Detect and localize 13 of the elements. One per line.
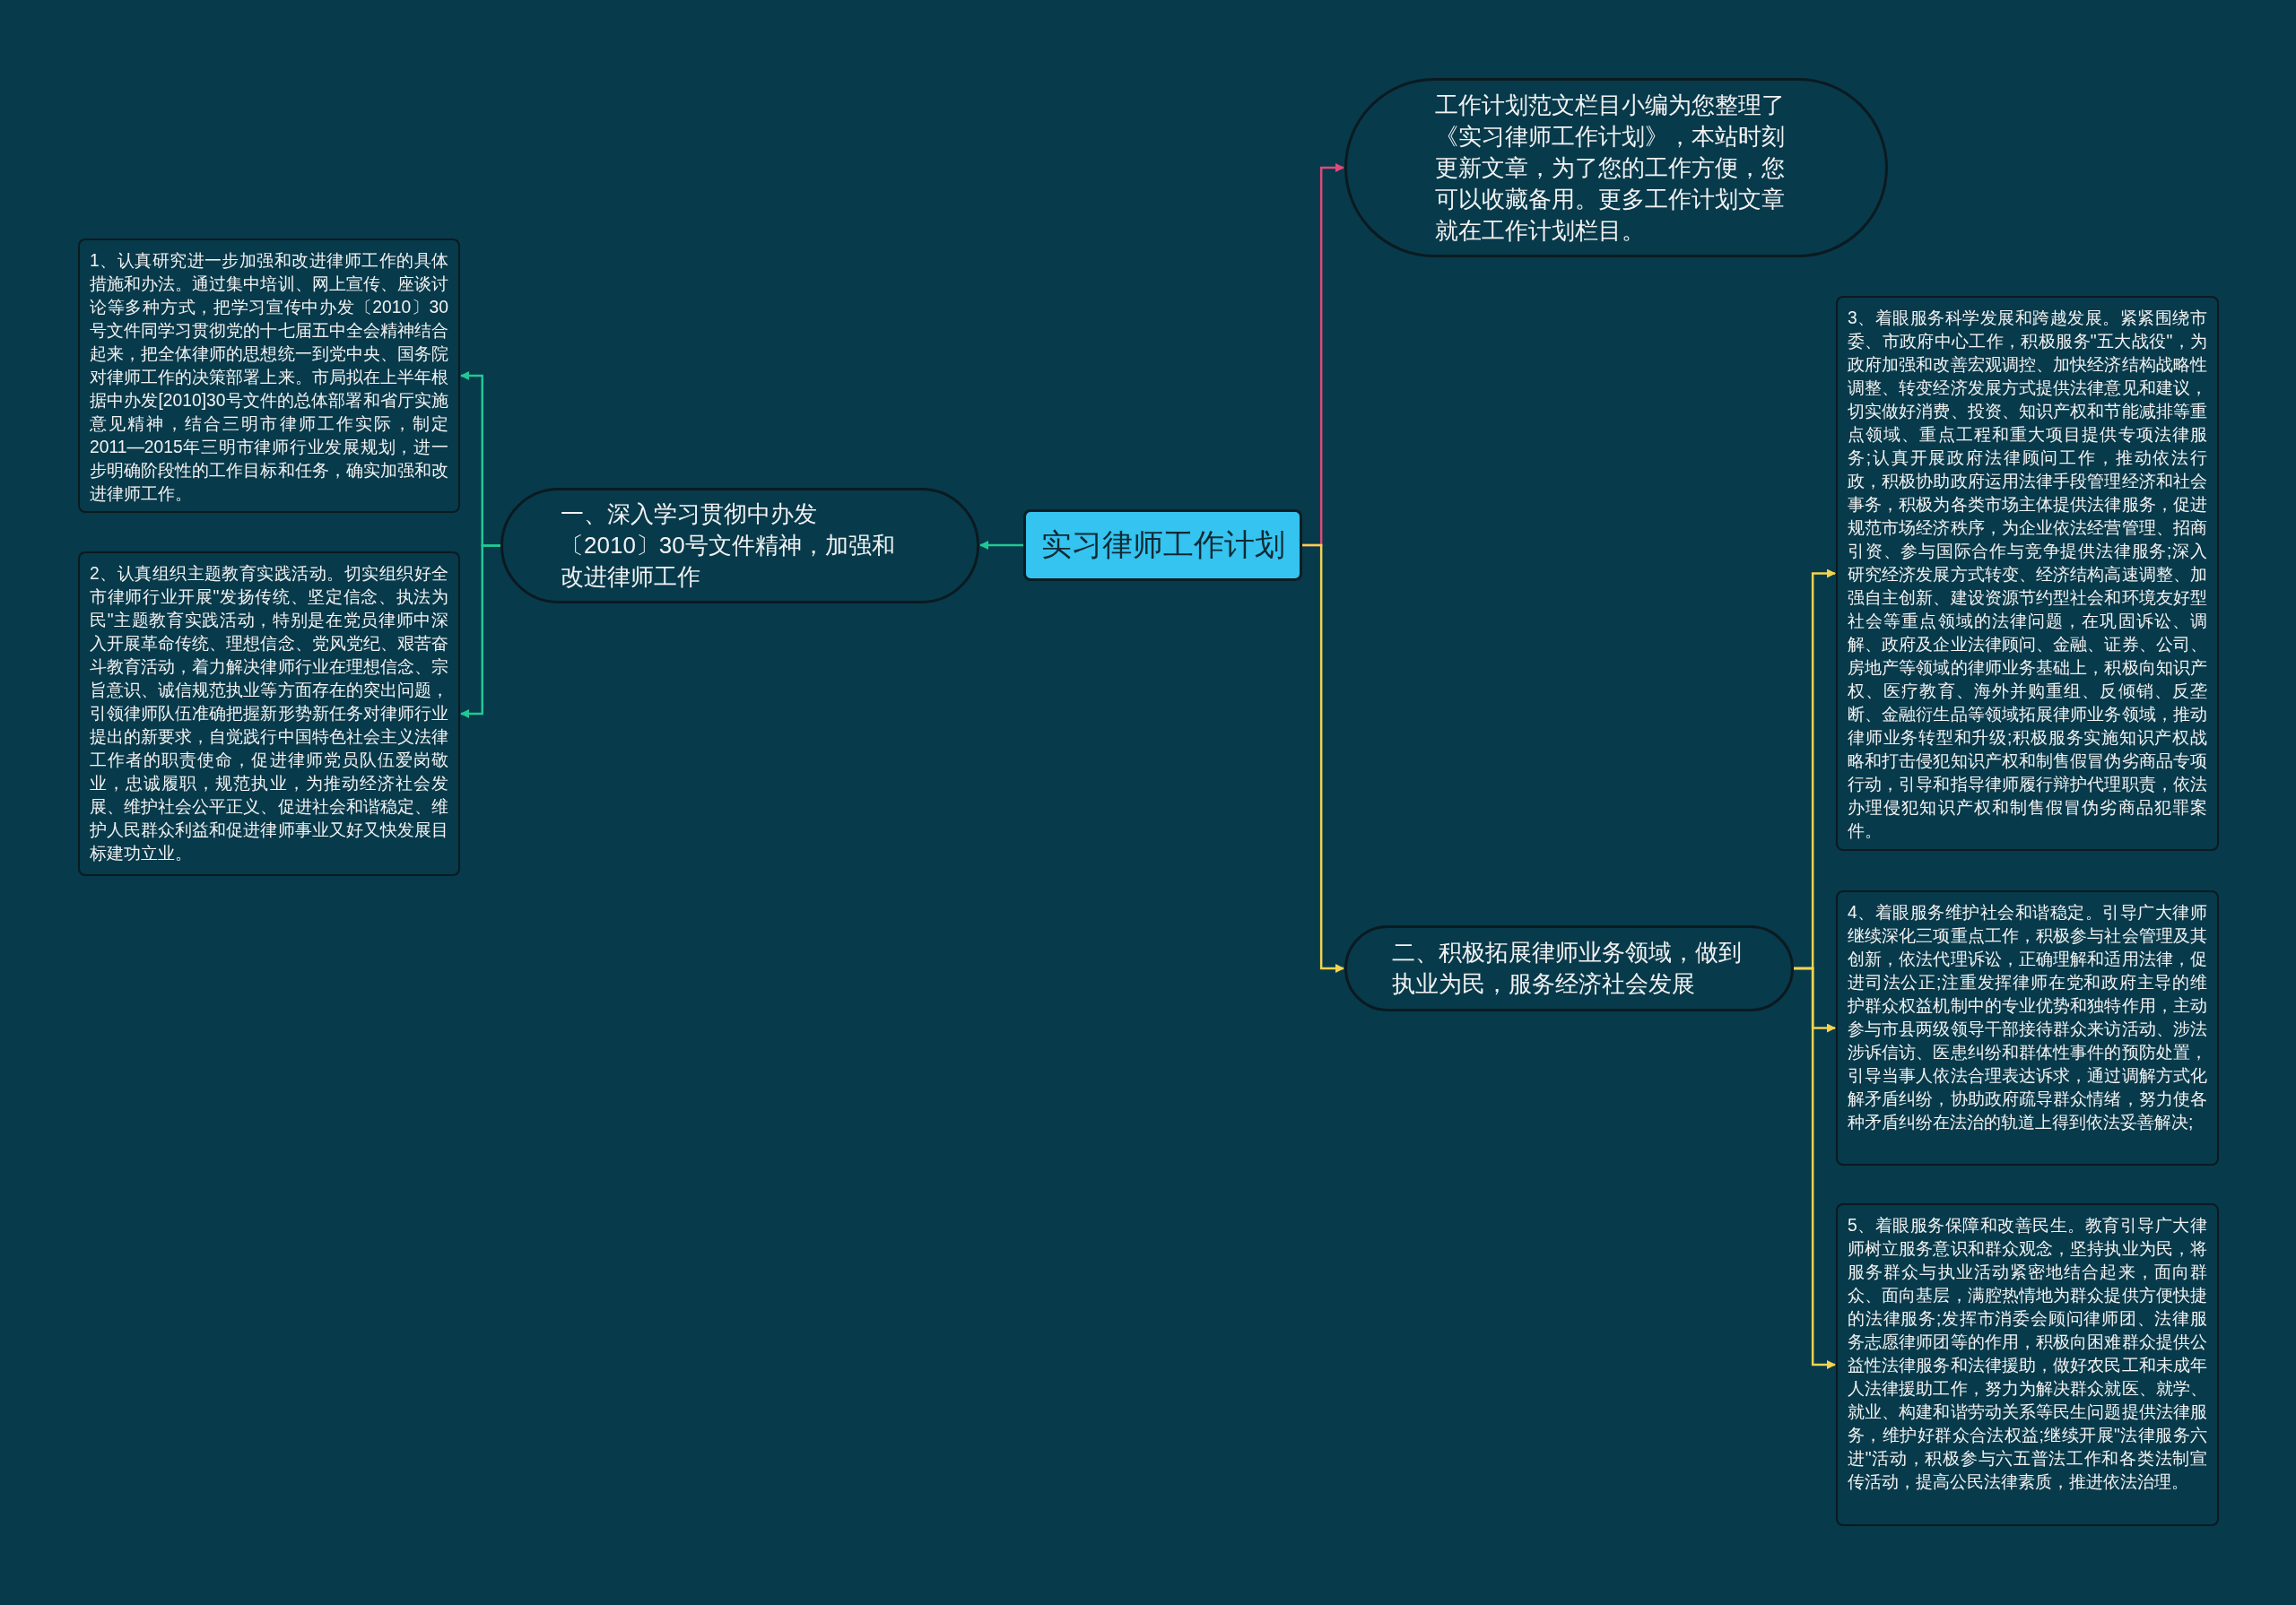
topic-pill: 二、积极拓展律师业务领域，做到执业为民，服务经济社会发展 — [1344, 925, 1794, 1011]
topic-pill: 工作计划范文栏目小编为您整理了《实习律师工作计划》，本站时刻更新文章，为了您的工作方便，您可以收藏备用。更多工作计划文章就在工作计划栏目。 — [1344, 78, 1888, 257]
topic-pill: 一、深入学习贯彻中办发〔2010〕30号文件精神，加强和改进律师工作 — [500, 488, 979, 603]
text-card: 4、着眼服务维护社会和谐稳定。引导广大律师继续深化三项重点工作，积极参与社会管理及其创新，依法代理诉讼，正确理解和适用法律，促进司法公正;注重发挥律师在党和政府主导的维护群众权益机制中的专业优势和独特作用，主动参与市县两级领导干部接待群众来访活动、涉法涉诉信访、医患纠纷和群体性事件的预防处置，引导当事人依法合理表达诉求，通过调解方式化解矛盾纠纷，协助政府疏导群众情绪，努力使各种矛盾纠纷在法治的轨道上得到依法妥善解决; — [1836, 890, 2219, 1166]
central-topic-box: 实习律师工作计划 — [1023, 509, 1302, 581]
text-card: 5、着眼服务保障和改善民生。教育引导广大律师树立服务意识和群众观念，坚持执业为民，将服务群众与执业活动紧密地结合起来，面向群众、面向基层，满腔热情地为群众提供方便快捷的法律服务;发挥市消委会顾问律师团、法律服务志愿律师团等的作用，积极向困难群众提供公益性法律服务和法律援助，做好农民工和未成年人法律援助工作，努力为解决群众就医、就学、就业、构建和谐劳动关系等民生问题提供法律服务，维护好群众合法权益;继续开展"法律服务六进"活动，积极参与六五普法工作和各类法制宣传活动，提高公民法律素质，推进依法治理。 — [1836, 1203, 2219, 1526]
text-card: 2、认真组织主题教育实践活动。切实组织好全市律师行业开展"发扬传统、坚定信念、执法为民"主题教育实践活动，特别是在党员律师中深入开展革命传统、理想信念、党风党纪、艰苦奋斗教育活动，着力解决律师行业在理想信念、宗旨意识、诚信规范执业等方面存在的突出问题，引领律师队伍准确把握新形势新任务对律师行业提出的新要求，自觉践行中国特色社会主义法律工作者的职责使命，促进律师党员队伍爱岗敬业，忠诚履职，规范执业，为推动经济社会发展、维护社会公平正义、促进社会和谐稳定、维护人民群众利益和促进律师事业又好又快发展目标建功立业。 — [78, 551, 460, 876]
text-card: 3、着眼服务科学发展和跨越发展。紧紧围绕市委、市政府中心工作，积极服务"五大战役"，为政府加强和改善宏观调控、加快经济结构战略性调整、转变经济发展方式提供法律意见和建议，切实做好消费、投资、知识产权和节能减排等重点领域、重点工程和重大项目提供专项法律服务;认真开展政府法律顾问工作，推动依法行政，积极协助政府运用法律手段管理经济和社会事务，积极为各类市场主体提供法律服务，促进规范市场经济秩序，为企业依法经营管理、招商引资、参与国际合作与竞争提供法律服务;深入研究经济发展方式转变、经济结构高速调整、加强自主创新、建设资源节约型社会和环境友好型社会等重点领域的法律问题，在巩固诉讼、调解、政府及企业法律顾问、金融、证券、公司、房地产等领域的律师业务基础上，积极向知识产权、医疗教育、海外并购重组、反倾销、反垄断、金融衍生品等领域拓展律师业务领域，推动律师业务转型和升级;积极服务实施知识产权战略和打击侵犯知识产权和制售假冒伪劣商品专项行动，引导和指导律师履行辩护代理职责，依法办理侵犯知识产权和制售假冒伪劣商品犯罪案件。 — [1836, 296, 2219, 851]
text-card: 1、认真研究进一步加强和改进律师工作的具体措施和办法。通过集中培训、网上宣传、座谈讨论等多种方式，把学习宣传中办发〔2010〕30号文件同学习贯彻党的十七届五中全会精神结合起来，把全体律师的思想统一到党中央、国务院对律师工作的决策部署上来。市局拟在上半年根据中办发[2010]30号文件的总体部署和省厅实施意见精神，结合三明市律师工作实际，制定2011—2015年三明市律师行业发展规划，进一步明确阶段性的工作目标和任务，确实加强和改进律师工作。 — [78, 239, 460, 513]
connector-arrow — [1794, 967, 1836, 1369]
connector-arrow — [460, 544, 500, 718]
connector-arrow — [979, 541, 1023, 550]
connector-arrow — [1302, 543, 1344, 973]
